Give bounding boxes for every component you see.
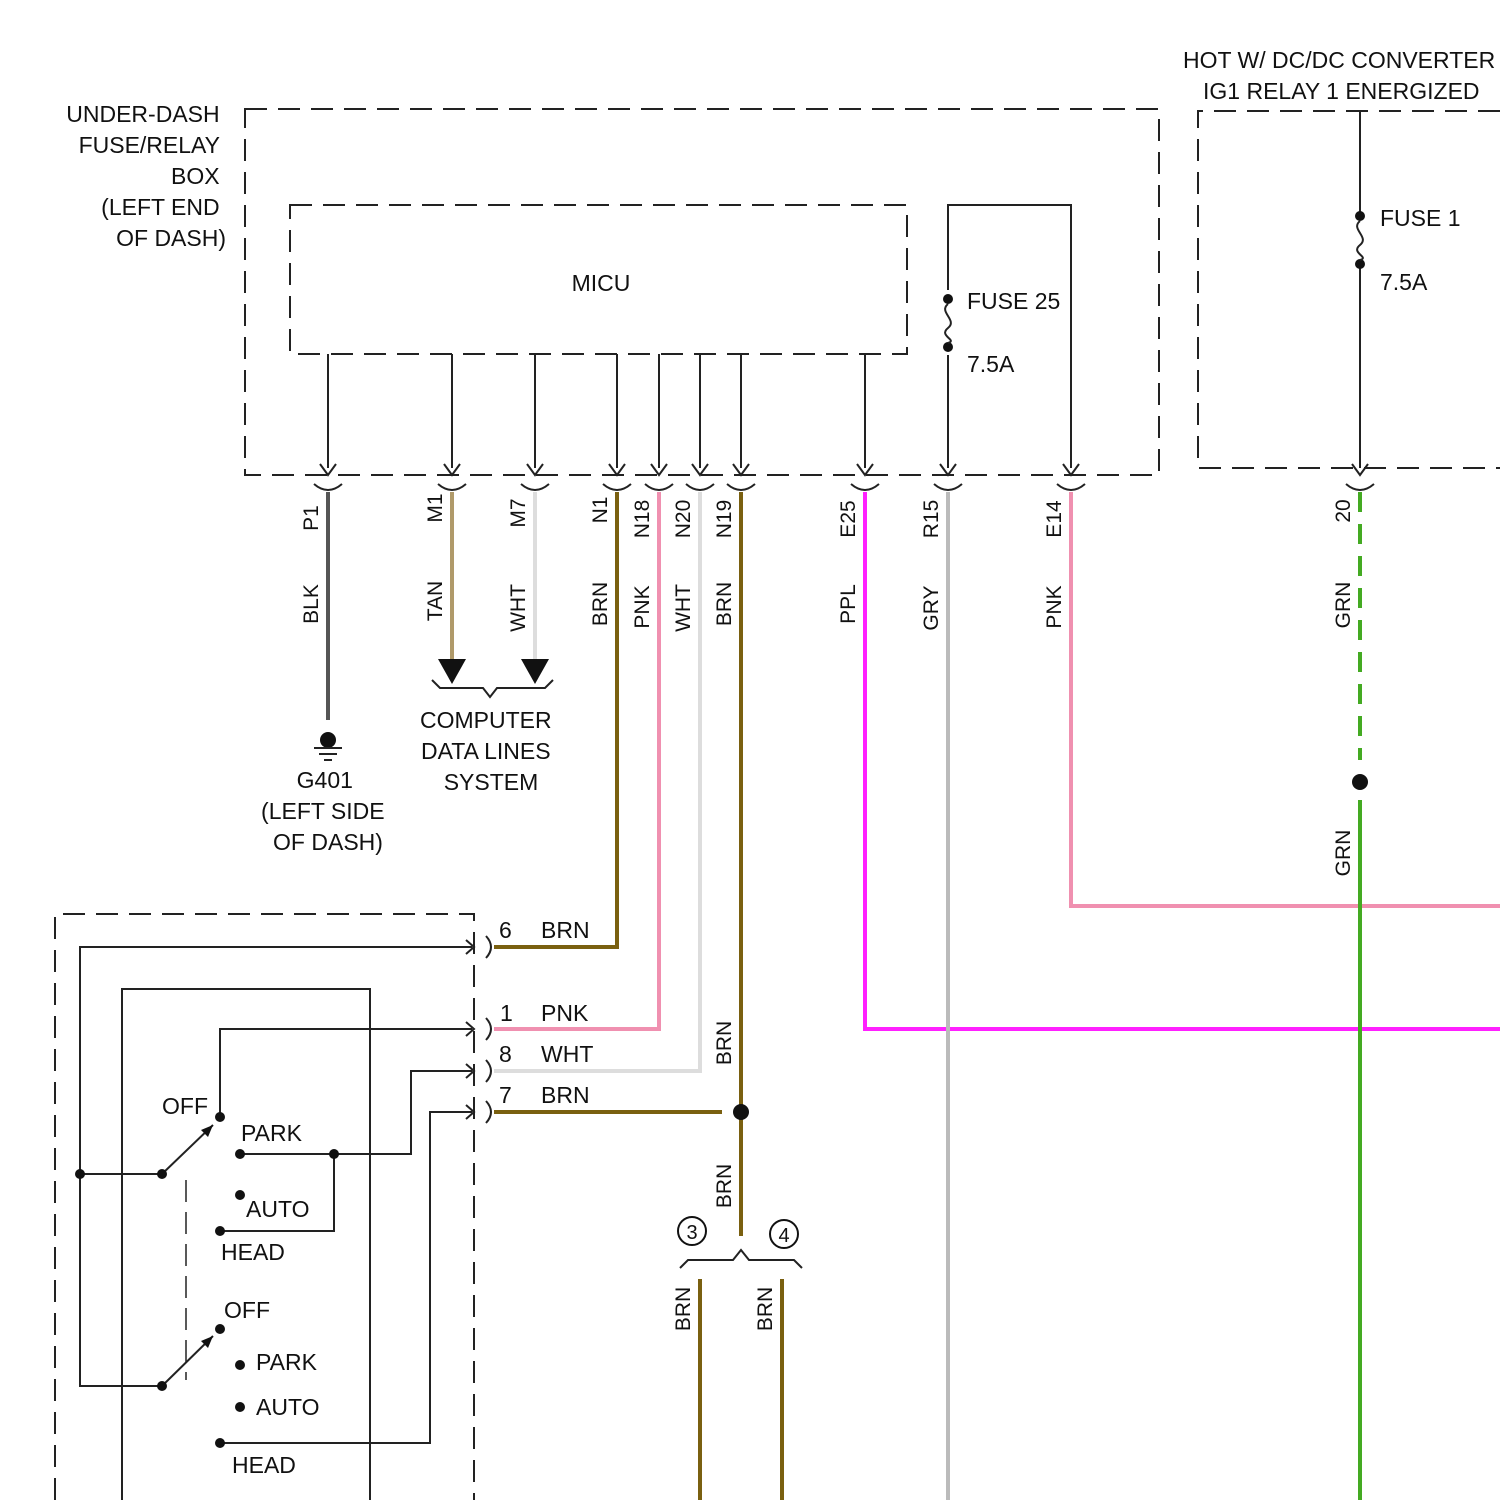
wire-e25-ppl: [865, 492, 1500, 1029]
pin-labels: P1 M1 M7 N1 N18 N20 N19 E25 R15 E14 20 B…: [300, 493, 1355, 1331]
hot-source-label-1: HOT W/ DC/DC CONVERTER: [1183, 47, 1495, 73]
wire-color-brn-upper: BRN: [713, 1021, 736, 1065]
switch1-park: PARK: [241, 1120, 303, 1146]
pin-p1: P1: [300, 505, 323, 531]
pin-e14: E14: [1043, 500, 1066, 538]
fuse-25-rating: 7.5A: [967, 351, 1015, 377]
wire-color-brn-lower: BRN: [713, 1164, 736, 1208]
switch-pin-1: 1: [500, 1000, 513, 1026]
pin-n1: N1: [589, 497, 612, 524]
wire-color-wht-m7: WHT: [507, 584, 530, 632]
fuse-relay-box: UNDER-DASH FUSE/RELAY BOX (LEFT END OF D…: [66, 101, 1159, 475]
hot-source-outline: [1198, 111, 1500, 468]
switch-pin-1-wire: PNK: [541, 1000, 589, 1026]
wire-color-gry: GRY: [920, 585, 943, 630]
pin-n19: N19: [713, 500, 736, 539]
splice-point: [733, 1104, 749, 1120]
hot-source-box: HOT W/ DC/DC CONVERTER IG1 RELAY 1 ENERG…: [1183, 47, 1500, 468]
ground-g401: G401 (LEFT SIDE OF DASH): [261, 732, 391, 855]
wire-color-grn-lower: GRN: [1332, 830, 1355, 877]
wire-color-brn-n19: BRN: [713, 582, 736, 626]
switch1-off: OFF: [162, 1093, 208, 1119]
wire-color-tan: TAN: [424, 581, 447, 621]
pin-m7: M7: [507, 498, 530, 527]
switch1-auto: AUTO: [246, 1196, 309, 1222]
wire-color-ppl: PPL: [837, 584, 860, 624]
wire-color-pnk-n18: PNK: [631, 585, 654, 628]
switch2-head: HEAD: [232, 1452, 296, 1478]
switch-pin-7: 7: [499, 1082, 512, 1108]
wire-e14-pnk: [1071, 492, 1500, 906]
switch-pin-6: 6: [499, 917, 512, 943]
fuse-1-rating: 7.5A: [1380, 269, 1428, 295]
wire-color-wht-n20: WHT: [672, 584, 695, 632]
fuse-25-name: FUSE 25: [967, 288, 1060, 314]
switch1-head: HEAD: [221, 1239, 285, 1265]
arrow-down-icon: [521, 659, 549, 684]
fuse-1-name: FUSE 1: [1380, 205, 1461, 231]
pin-n20: N20: [672, 500, 695, 539]
wire-color-blk: BLK: [300, 584, 323, 624]
ground-icon: [320, 732, 336, 748]
ref-3-label: 3: [686, 1222, 697, 1244]
arrow-down-icon: [438, 659, 466, 684]
wire-color-grn: GRN: [1332, 582, 1355, 629]
wire-color-brn-branch-3: BRN: [672, 1287, 695, 1331]
data-lines: COMPUTER DATA LINES SYSTEM: [420, 659, 558, 795]
pin-m1: M1: [424, 493, 447, 522]
wire-color-brn-n1: BRN: [589, 582, 612, 626]
pin-20: 20: [1332, 499, 1355, 522]
switch2-off: OFF: [224, 1297, 270, 1323]
micu-label: MICU: [572, 270, 631, 296]
pin-n18: N18: [631, 500, 654, 539]
fuse-25: FUSE 25 7.5A: [943, 205, 1071, 468]
connection-dot: [1352, 774, 1368, 790]
wires: [328, 492, 1500, 1500]
switch-pin-8: 8: [499, 1041, 512, 1067]
wire-color-pnk-e14: PNK: [1043, 585, 1066, 628]
data-lines-label: COMPUTER DATA LINES SYSTEM: [420, 707, 558, 795]
switch2-park: PARK: [256, 1349, 318, 1375]
switch-assembly: 6 BRN 1 PNK 8 WHT 7 BRN OFF PARK AUTO HE…: [55, 914, 593, 1500]
switch2-auto: AUTO: [256, 1394, 319, 1420]
pin-r15: R15: [920, 500, 943, 539]
hot-source-label-2: IG1 RELAY 1 ENERGIZED: [1203, 78, 1480, 104]
switch-pin-7-wire: BRN: [541, 1082, 590, 1108]
wire-color-brn-branch-4: BRN: [754, 1287, 777, 1331]
ref-4-label: 4: [778, 1225, 789, 1247]
ground-label: G401 (LEFT SIDE OF DASH): [261, 767, 391, 855]
fuse-box-label: UNDER-DASH FUSE/RELAY BOX (LEFT END OF D…: [66, 101, 226, 251]
pin-e25: E25: [837, 500, 860, 537]
switch-pin-6-wire: BRN: [541, 917, 590, 943]
switch-pin-8-wire: WHT: [541, 1041, 593, 1067]
